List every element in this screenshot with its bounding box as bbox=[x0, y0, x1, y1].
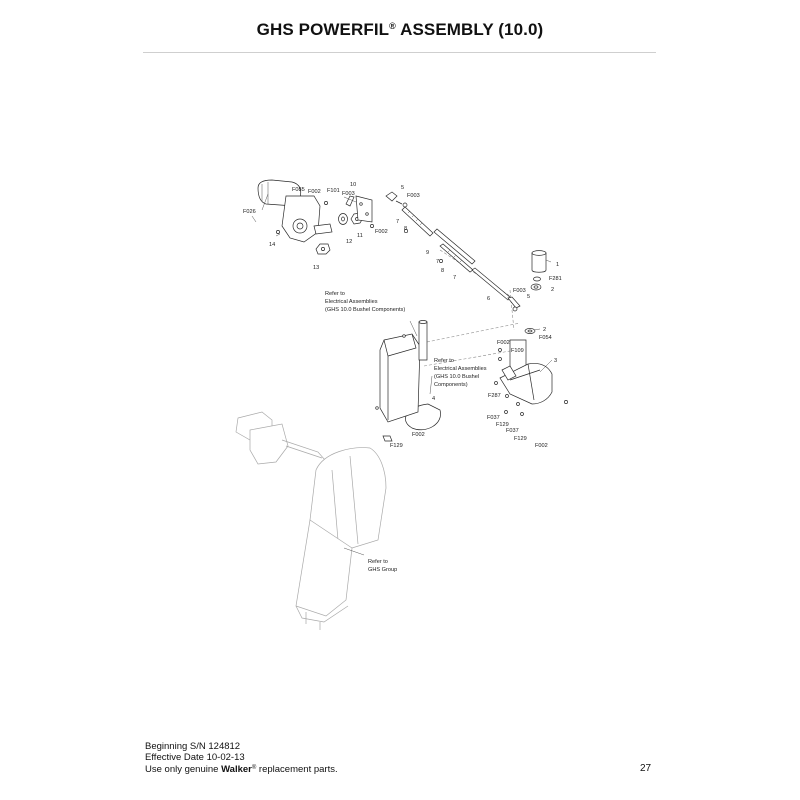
callout-8: 8 bbox=[441, 268, 444, 274]
callout-11: 11 bbox=[357, 233, 363, 239]
footer-serial: Beginning S/N 124812 bbox=[145, 741, 241, 752]
page-footer: Beginning S/N 124812 Effective Date 10-0… bbox=[145, 741, 338, 775]
callout-2: 2 bbox=[543, 327, 546, 333]
callout-7: 7 bbox=[453, 275, 456, 281]
ghs-group-reference-ghost bbox=[235, 411, 387, 630]
callout-2: 2 bbox=[551, 287, 554, 293]
callout-10: 10 bbox=[350, 182, 356, 188]
title-divider bbox=[143, 52, 656, 53]
callout-f101: F101 bbox=[327, 188, 340, 194]
callout-9: 9 bbox=[426, 250, 429, 256]
callout-f002: F002 bbox=[375, 229, 388, 235]
callout-f129: F129 bbox=[514, 436, 527, 442]
callout-5: 5 bbox=[527, 294, 530, 300]
bushing-stack bbox=[524, 250, 547, 334]
callout-7: 7 bbox=[436, 259, 439, 265]
callout-14: 14 bbox=[269, 242, 275, 248]
page-number: 27 bbox=[640, 763, 652, 774]
title-registered-mark: ® bbox=[389, 21, 396, 31]
title-main: GHS POWERFIL bbox=[256, 20, 390, 39]
callout-f085: F085 bbox=[292, 187, 305, 193]
callout-3: 3 bbox=[554, 358, 557, 364]
linkage-rod-ends bbox=[385, 191, 521, 312]
callout-12: 12 bbox=[346, 239, 352, 245]
note-electrical-assemblies-2: Refer to Electrical Assemblies (GHS 10.0… bbox=[434, 358, 488, 388]
callout-f002: F002 bbox=[308, 189, 321, 195]
callout-f003: F003 bbox=[342, 191, 355, 197]
note-ghs-group: Refer to GHS Group bbox=[368, 559, 397, 573]
callout-f287: F287 bbox=[488, 393, 501, 399]
callout-f002: F002 bbox=[535, 443, 548, 449]
callout-f002: F002 bbox=[497, 340, 510, 346]
callout-leaders bbox=[251, 193, 553, 556]
title-rest: ASSEMBLY (10.0) bbox=[395, 20, 544, 39]
callout-f026: F026 bbox=[243, 209, 256, 215]
callout-f129: F129 bbox=[496, 422, 509, 428]
callout-5: 5 bbox=[401, 185, 404, 191]
reference-notes: Refer to Electrical Assemblies (GHS 10.0… bbox=[325, 291, 488, 573]
control-module bbox=[375, 320, 441, 442]
callout-1: 1 bbox=[556, 262, 559, 268]
callout-f281: F281 bbox=[549, 276, 562, 282]
callout-f054: F054 bbox=[539, 335, 552, 341]
callout-f003: F003 bbox=[407, 193, 420, 199]
callout-6: 6 bbox=[487, 296, 490, 302]
callout-f129: F129 bbox=[390, 443, 403, 449]
callout-8: 8 bbox=[404, 226, 407, 232]
callout-f037: F037 bbox=[506, 428, 519, 434]
footer-effective-date: Effective Date 10-02-13 bbox=[145, 752, 245, 763]
deflector-chute bbox=[494, 339, 568, 416]
callout-4: 4 bbox=[432, 396, 435, 402]
footer-brand: Walker bbox=[221, 764, 252, 775]
callout-7: 7 bbox=[396, 219, 399, 225]
callout-13: 13 bbox=[313, 265, 319, 271]
page-title: GHS POWERFIL® ASSEMBLY (10.0) bbox=[0, 20, 800, 40]
note-electrical-assemblies-1: Refer to Electrical Assemblies (GHS 10.0… bbox=[325, 291, 405, 313]
actuator-motor bbox=[257, 179, 333, 243]
callout-labels: F085 F002 F026 14 F101 10 F003 12 11 F00… bbox=[243, 182, 562, 449]
callout-f003: F003 bbox=[513, 288, 526, 294]
callout-f037: F037 bbox=[487, 415, 500, 421]
callout-f109: F109 bbox=[511, 348, 524, 354]
callout-f002: F002 bbox=[412, 432, 425, 438]
footer-genuine-parts: Use only genuine Walker® replacement par… bbox=[145, 764, 338, 775]
motor-hardware bbox=[315, 195, 374, 255]
